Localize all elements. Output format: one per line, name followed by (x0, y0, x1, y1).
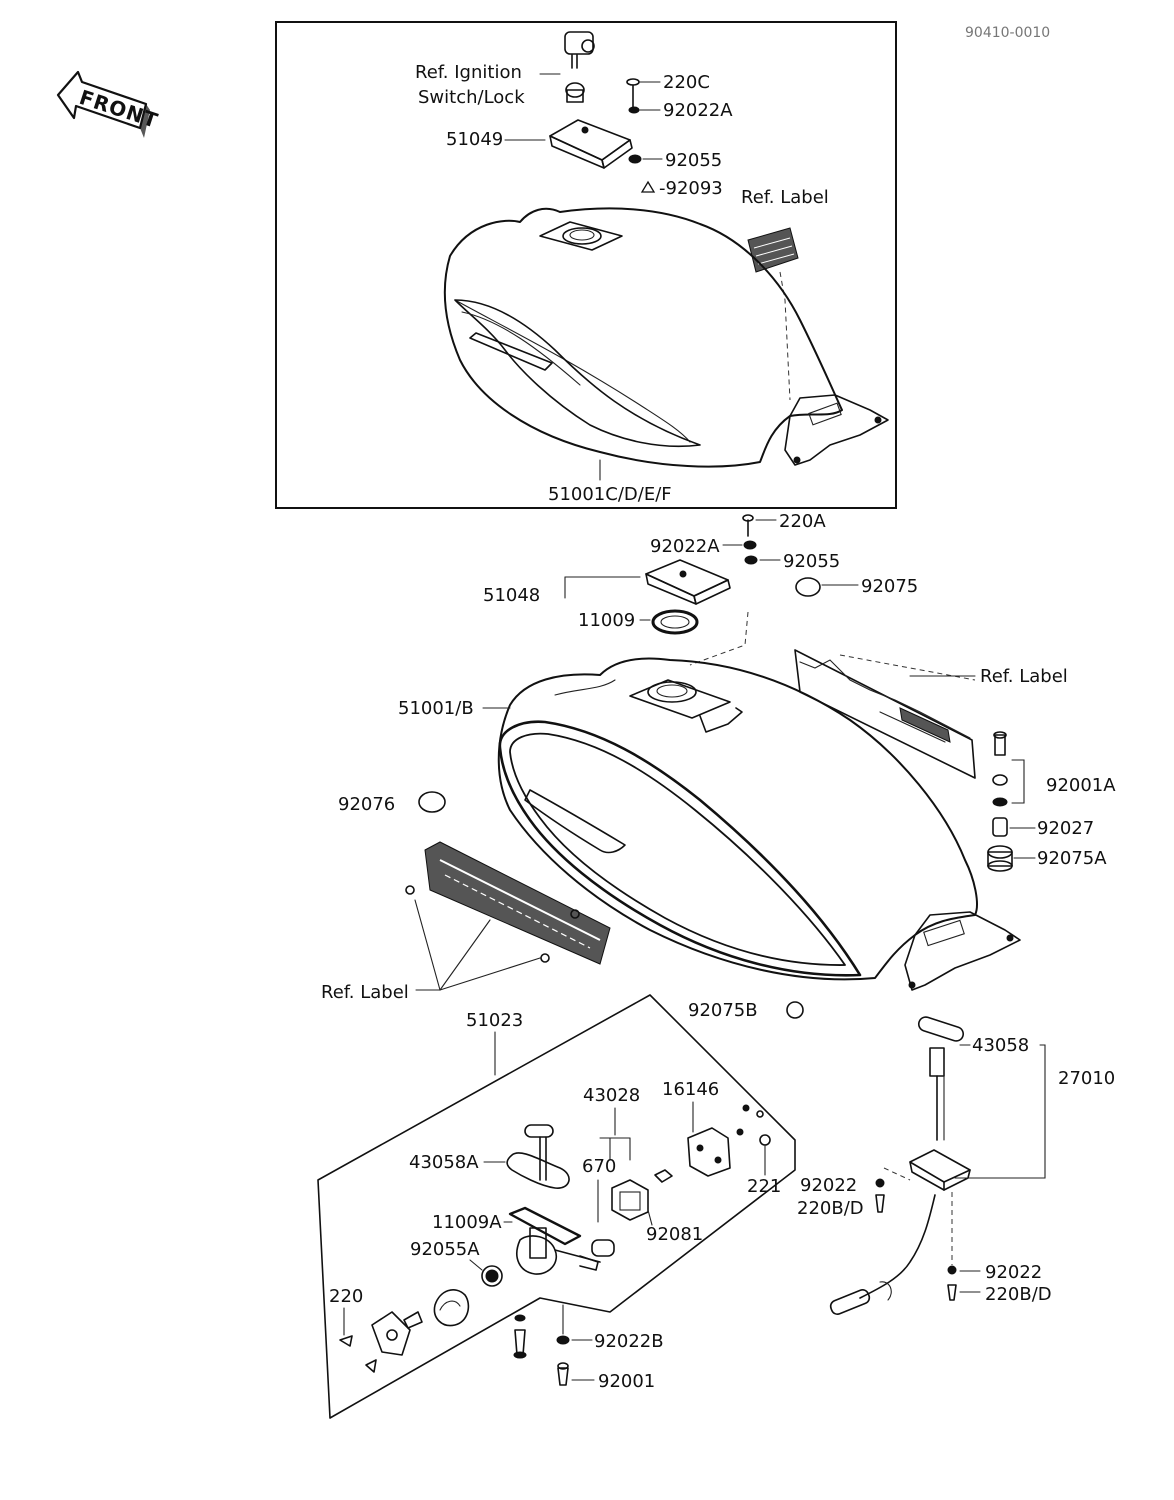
label-92022-lower: 92022 (985, 1262, 1042, 1283)
label-92055-inset: 92055 (665, 150, 722, 171)
label-tank-inset: 51001C/D/E/F (548, 484, 672, 505)
lever-92055a-icon (433, 1265, 503, 1327)
label-92081: 92081 (646, 1224, 703, 1245)
label-92027: 92027 (1037, 818, 1094, 839)
fuel-tank-inset-icon (443, 207, 889, 468)
label-11009a: 11009A (432, 1212, 502, 1233)
label-43028: 43028 (583, 1085, 640, 1106)
label-92076: 92076 (338, 794, 395, 815)
screw-92022-icon (875, 1178, 885, 1213)
damper-92076-icon (418, 791, 446, 813)
screw-92022-lower-icon (947, 1265, 957, 1301)
cap-plate-51049-icon (549, 119, 633, 169)
label-16146: 16146 (662, 1079, 719, 1100)
ignition-cylinder-icon (565, 82, 585, 103)
label-670: 670 (582, 1156, 616, 1177)
label-92075a: 92075A (1037, 848, 1107, 869)
ref-label-stripe-lower-icon (405, 841, 611, 965)
label-92022-upper: 92022 (800, 1175, 857, 1196)
damper-92075a-icon (987, 845, 1013, 872)
label-220c: 220C (663, 72, 710, 93)
label-ref-label-main: Ref. Label (980, 666, 1068, 687)
bolt-92001a-icon (992, 731, 1008, 807)
collar-92027-icon (992, 817, 1008, 837)
packing-92081-icon (611, 1169, 673, 1221)
label-220bd-lower: 220B/D (985, 1284, 1052, 1305)
ignition-key-icon (564, 31, 595, 69)
front-arrow-icon: FRONT (56, 70, 161, 138)
label-ref-label-inset: Ref. Label (741, 187, 829, 208)
label-51049: 51049 (446, 129, 503, 150)
label-220bd-upper: 220B/D (797, 1198, 864, 1219)
figure-id: 90410-0010 (965, 25, 1050, 41)
label-220a: 220A (779, 511, 826, 532)
label-51048: 51048 (483, 585, 540, 606)
label-92055-main: 92055 (783, 551, 840, 572)
label-51023: 51023 (466, 1010, 523, 1031)
fuel-cock-section: 51023 43058 27010 92022 220B/D (317, 994, 1115, 1419)
label-92075b: 92075B (688, 1000, 758, 1021)
screw-220a-icon (742, 514, 758, 565)
label-92001: 92001 (598, 1371, 655, 1392)
ref-label-sticker-icon (747, 227, 799, 273)
gasket-11009-icon (651, 609, 699, 635)
label-92022a-inset: 92022A (663, 100, 733, 121)
bolt-92001-icon (557, 1362, 569, 1386)
ref-label-stripe-upper-icon (794, 649, 976, 779)
washer-92022b-icon (556, 1304, 570, 1345)
front-label: FRONT (76, 85, 161, 133)
fuel-pipe-43058-icon (917, 1016, 965, 1141)
cushion-92075b-icon (786, 1001, 804, 1019)
label-ref-label-lower: Ref. Label (321, 982, 409, 1003)
fuel-tank-main-icon (497, 657, 1021, 991)
label-92001a: 92001A (1046, 775, 1116, 796)
label-ref-ignition: Ref. Ignition (415, 62, 522, 83)
label-92075: 92075 (861, 576, 918, 597)
cap-plate-51048-icon (645, 559, 731, 605)
label-11009: 11009 (578, 610, 635, 631)
cushion-92093-icon (640, 180, 656, 193)
label-tank-main: 51001/B (398, 698, 474, 719)
label-27010: 27010 (1058, 1068, 1115, 1089)
main-tank-section: 220A 92022A 92055 51048 92075 11009 (321, 511, 1116, 1021)
knob-220-icon (339, 1311, 423, 1373)
label-switch-lock: Switch/Lock (418, 87, 525, 108)
diaphragm-16146-icon (687, 1104, 771, 1177)
label-92055a: 92055A (410, 1239, 480, 1260)
inset-panel: Ref. Ignition Switch/Lock 220C 92022A 51… (275, 21, 897, 509)
label-221: 221 (747, 1176, 781, 1197)
label-43058a: 43058A (409, 1152, 479, 1173)
label-92022b: 92022B (594, 1331, 664, 1352)
pipe-43058a-icon (506, 1124, 570, 1189)
label-92093: -92093 (659, 178, 723, 199)
screw-220c-icon (626, 78, 640, 114)
fuel-cock-body-icon (508, 1206, 615, 1275)
washer-92055-icon (628, 154, 642, 164)
cushion-92075-icon (795, 577, 821, 597)
label-43058: 43058 (972, 1035, 1029, 1056)
label-220: 220 (329, 1286, 363, 1307)
hose-43028-icon (599, 1137, 631, 1161)
bolt-drain-icon (513, 1314, 527, 1359)
label-92022a-main: 92022A (650, 536, 720, 557)
